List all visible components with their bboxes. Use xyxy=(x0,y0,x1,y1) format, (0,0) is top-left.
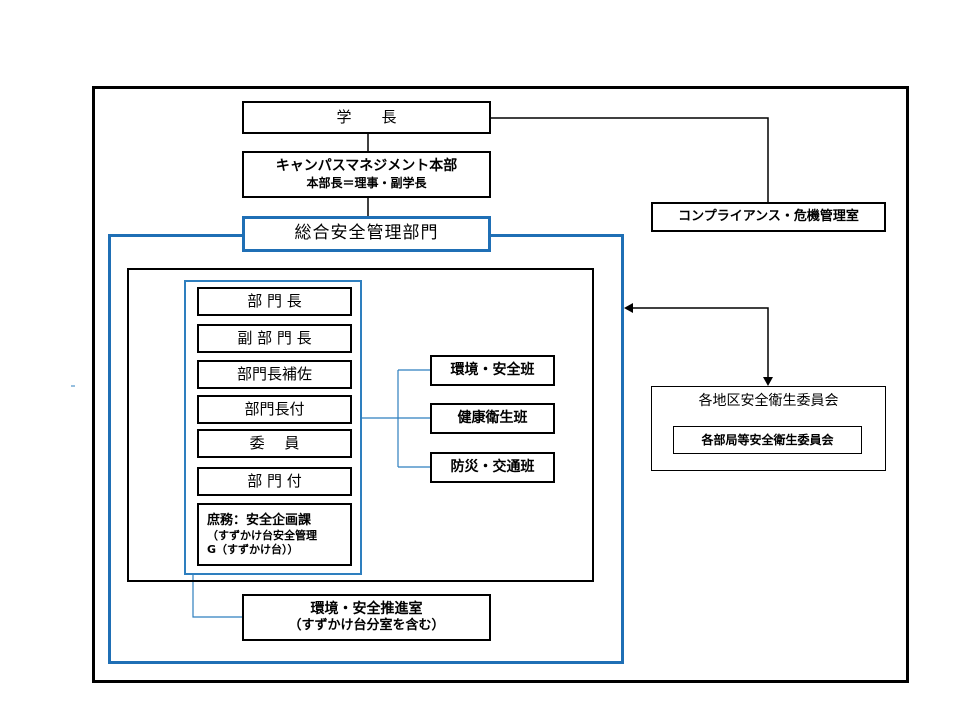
team-disaster-traffic: 防災・交通班 xyxy=(430,452,555,483)
campus-mgmt-subtitle: 本部長＝理事・副学長 xyxy=(306,175,427,190)
district-committee-label: 各地区安全衛生委員会 xyxy=(698,393,839,409)
safety-dept-title-box: 総合安全管理部門 xyxy=(242,216,491,252)
team-label: 健康衛生班 xyxy=(457,409,528,426)
role-label: 部門長付 xyxy=(244,400,305,419)
roles-frame xyxy=(184,280,362,575)
safety-dept-title: 総合安全管理部門 xyxy=(294,223,439,244)
arrowhead-left xyxy=(624,303,633,313)
campus-mgmt-box: キャンパスマネジメント本部 本部長＝理事・副学長 xyxy=(242,151,491,198)
arrowhead-down xyxy=(763,377,773,386)
role-attached-head: 部門長付 xyxy=(197,395,352,424)
line-dept-district xyxy=(626,307,769,384)
role-label: 委 員 xyxy=(249,434,300,453)
campus-mgmt-title: キャンパスマネジメント本部 xyxy=(275,158,458,175)
president-box: 学 長 xyxy=(242,101,491,134)
dept-committee-box: 各部局等安全衛生委員会 xyxy=(673,426,862,454)
promo-office-line2: （すずかけ台分室を含む） xyxy=(288,618,445,634)
compliance-label: コンプライアンス・危機管理室 xyxy=(678,208,859,224)
role-label: 部 門 付 xyxy=(247,472,302,491)
promo-office-line1: 環境・安全推進室 xyxy=(310,600,423,617)
role-dept-head: 部 門 長 xyxy=(197,287,352,316)
promo-office-box: 環境・安全推進室 （すずかけ台分室を含む） xyxy=(242,594,491,641)
role-label: 部門長補佐 xyxy=(236,365,312,384)
compliance-box: コンプライアンス・危機管理室 xyxy=(651,202,886,232)
secretariat-line3: G（すずかけ台）） xyxy=(207,542,299,556)
line-roles-promo xyxy=(192,574,243,618)
president-label: 学 長 xyxy=(336,108,397,127)
team-env-safety: 環境・安全班 xyxy=(430,355,555,386)
secretariat-line1: 庶務：安全企画課 xyxy=(207,512,312,528)
role-label: 部 門 長 xyxy=(247,292,302,311)
role-member: 委 員 xyxy=(197,429,352,458)
team-label: 環境・安全班 xyxy=(450,361,535,378)
team-health: 健康衛生班 xyxy=(430,403,555,434)
line-president-compliance xyxy=(490,117,769,203)
inner-frame xyxy=(127,268,594,582)
role-deputy-head: 副 部 門 長 xyxy=(197,324,352,353)
role-dept-attached: 部 門 付 xyxy=(197,467,352,496)
role-assistant-head: 部門長補佐 xyxy=(197,360,352,389)
outer-frame xyxy=(92,86,909,683)
secretariat-box: 庶務：安全企画課 （すずかけ台安全管理 G（すずかけ台）） xyxy=(197,503,352,566)
secretariat-line2: （すずかけ台安全管理 xyxy=(207,528,317,542)
role-label: 副 部 門 長 xyxy=(237,329,312,348)
team-label: 防災・交通班 xyxy=(450,458,535,475)
dept-committee-label: 各部局等安全衛生委員会 xyxy=(701,432,834,447)
